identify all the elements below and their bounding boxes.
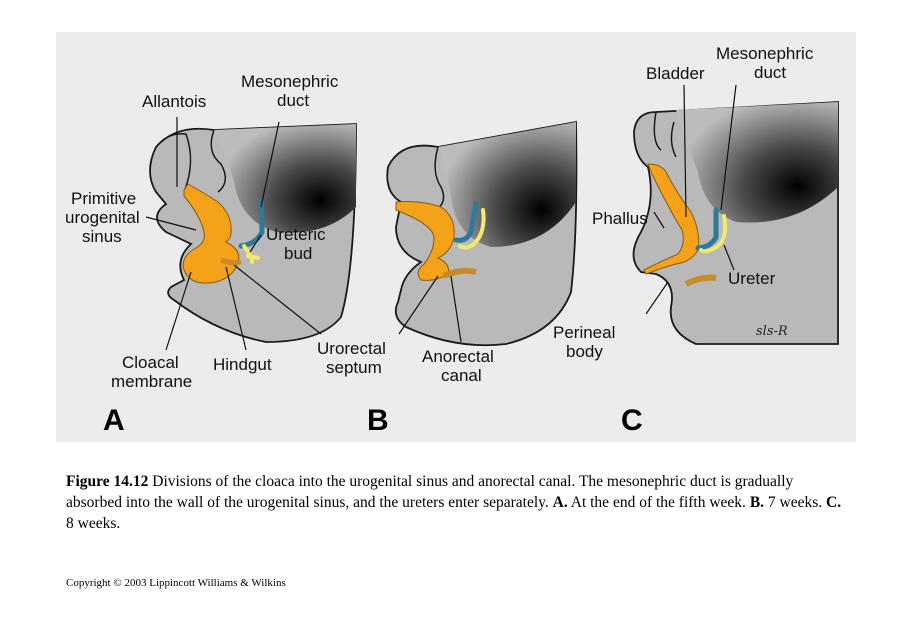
panel-c-bladder-and-sinus: [643, 163, 700, 275]
figure-caption: Figure 14.12 Divisions of the cloaca int…: [66, 471, 846, 534]
panel-letter-b: B: [367, 404, 389, 437]
caption-figure-number: Figure 14.12: [66, 473, 149, 490]
panel-a-inner-fold: [210, 129, 227, 193]
label-perineal-body-line1: Perineal: [553, 323, 616, 342]
panel-a-ureteric-bud: [242, 244, 260, 264]
label-perineal-body-line2: body: [566, 342, 603, 361]
panel-c-rectum: [684, 274, 717, 287]
caption-text: Divisions of the cloaca into the urogeni…: [66, 473, 794, 511]
label-hindgut: Hindgut: [213, 355, 272, 374]
caption-c-label: C.: [826, 494, 842, 511]
label-phallus: Phallus: [592, 209, 648, 228]
panel-b-anorectal-canal: [442, 267, 477, 279]
panel-c-mesonephric-duct: [695, 207, 719, 251]
label-urorectal-septum-line2: septum: [326, 358, 382, 377]
label-c-mesonephric-duct-line1: Mesonephric: [716, 44, 814, 63]
panel-b-inner-fold: [434, 146, 445, 211]
caption-a-label: A.: [552, 494, 568, 511]
label-cloacal-membrane-line1: Cloacal: [122, 353, 179, 372]
panel-b-leader-lines: [398, 275, 462, 343]
panel-c-ureter: [699, 214, 728, 254]
label-a-mesonephric-duct-line2: duct: [277, 91, 310, 110]
label-allantois: Allantois: [142, 92, 207, 111]
label-ureter: Ureter: [728, 269, 776, 288]
label-cloacal-membrane-line2: membrane: [111, 372, 193, 391]
panel-b-drawing: [386, 120, 578, 347]
panel-a-cavity: [214, 124, 356, 233]
panel-b-mesonephric-duct: [453, 201, 479, 243]
panel-c-cavity: [676, 102, 838, 223]
panel-c-leader-lines: [645, 84, 737, 315]
label-a-mesonephric-duct-line1: Mesonephric: [241, 72, 339, 91]
label-ureteric-bud-line1: Ureteric: [266, 225, 326, 244]
panel-a-drawing: [145, 117, 357, 351]
label-bladder: Bladder: [646, 64, 705, 83]
panel-b-ureter: [458, 208, 486, 250]
figure-illustration: Allantois Mesonephric duct Primitive uro…: [56, 32, 856, 442]
caption-b-label: B.: [749, 494, 765, 511]
embryo-diagram: [145, 84, 839, 351]
caption-b-text: 7 weeks.: [764, 494, 827, 511]
panel-a-leader-lines: [145, 117, 322, 351]
label-primitive-urogenital-sinus-line3: sinus: [82, 227, 122, 246]
caption-a-text: At the end of the fifth week.: [567, 494, 750, 511]
panel-c-drawing: [632, 84, 839, 345]
label-anorectal-canal-line2: canal: [441, 366, 482, 385]
panel-letter-a: A: [103, 404, 125, 437]
artist-signature: sls-R: [756, 324, 788, 339]
label-anorectal-canal-line1: Anorectal: [422, 347, 494, 366]
panel-a-allantois-tube: [155, 133, 192, 193]
label-primitive-urogenital-sinus-line2: urogenital: [65, 208, 140, 227]
panel-letter-c: C: [621, 404, 643, 437]
label-c-mesonephric-duct-line2: duct: [754, 63, 787, 82]
label-urorectal-septum-line1: Urorectal: [317, 339, 386, 358]
label-ureteric-bud-line2: bud: [284, 244, 313, 263]
panel-a-hindgut: [220, 257, 242, 266]
panel-a-cloaca: [182, 183, 240, 284]
label-primitive-urogenital-sinus-line1: Primitive: [71, 189, 137, 208]
caption-c-text: 8 weeks.: [66, 515, 121, 532]
copyright-notice: Copyright © 2003 Lippincott Williams & W…: [66, 577, 286, 589]
panel-c-inner-fold: [653, 111, 677, 158]
